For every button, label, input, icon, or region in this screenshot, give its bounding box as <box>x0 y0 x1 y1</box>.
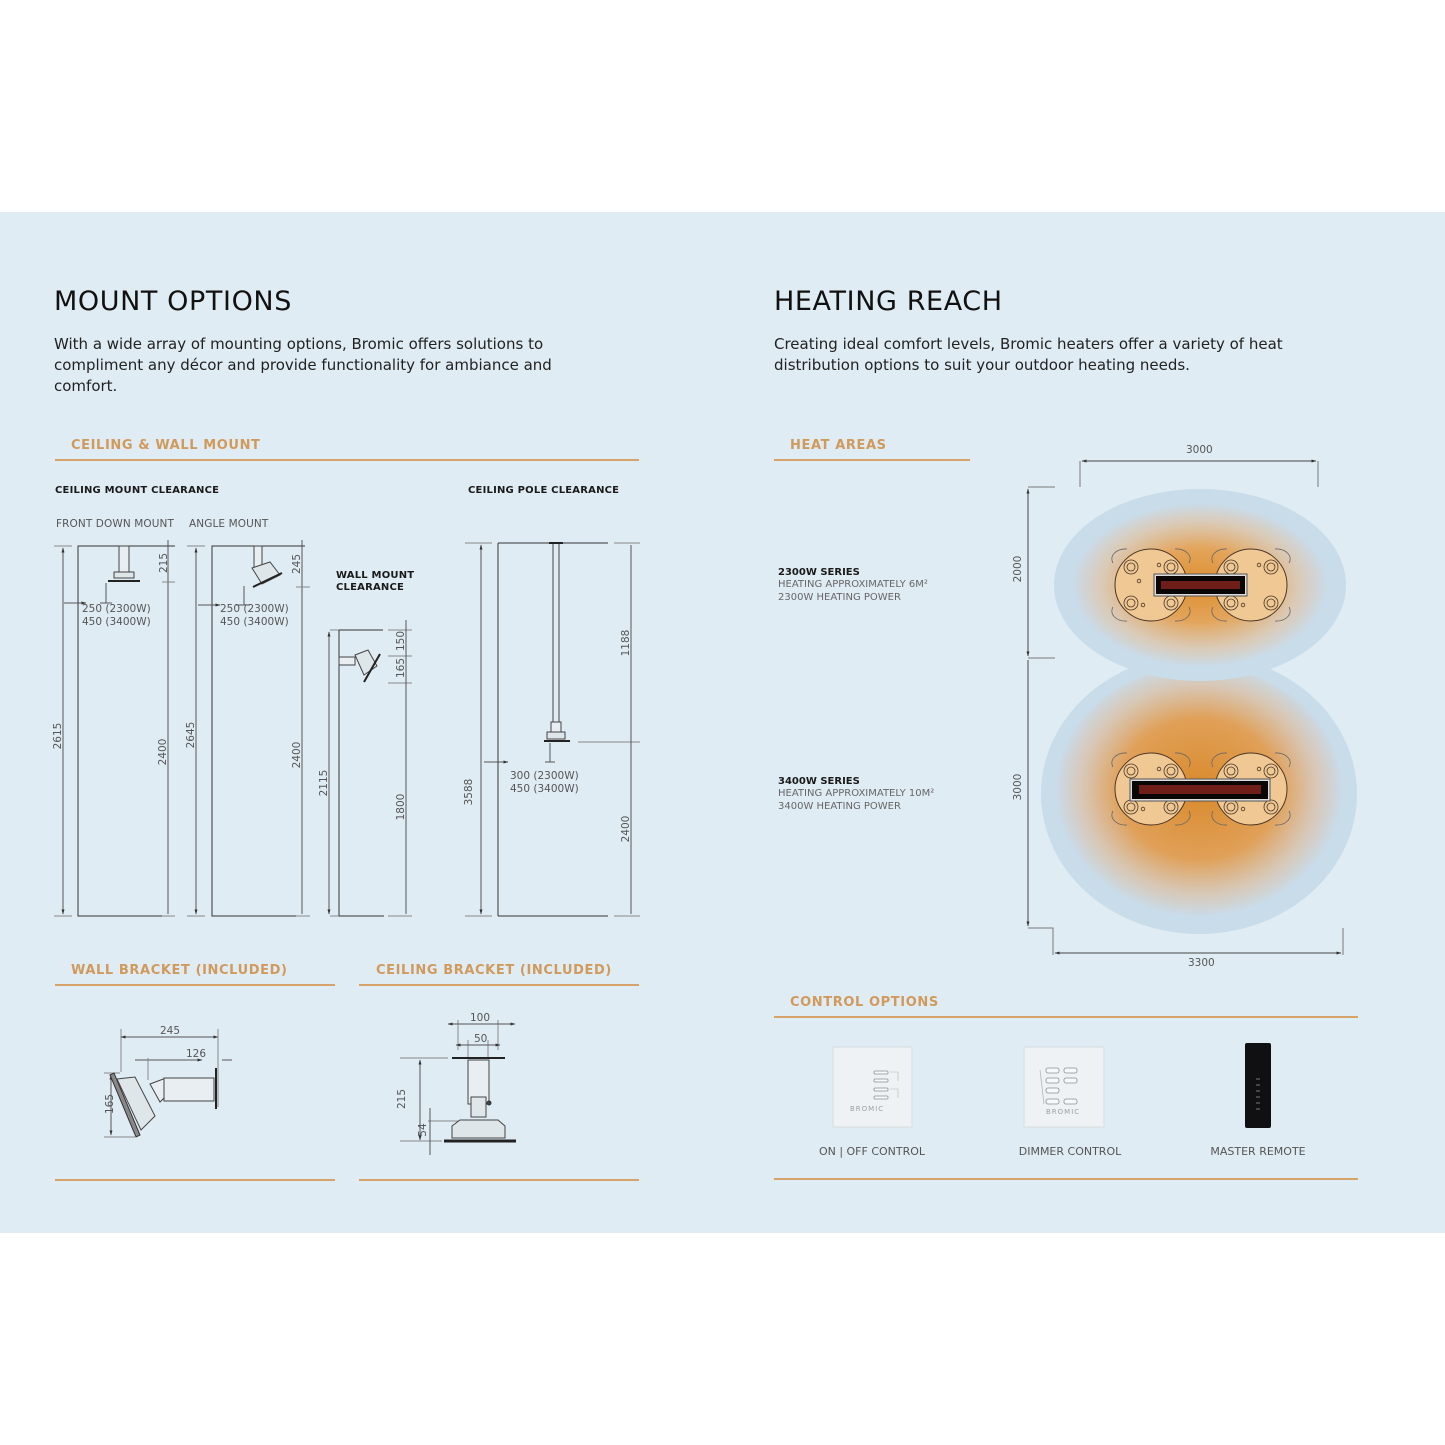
section-divider <box>774 1016 1358 1018</box>
on-off-switch-panel-icon <box>832 1046 913 1128</box>
series-3400w-info: 3400W SERIES HEATING APPROXIMATELY 10M² … <box>778 776 934 813</box>
dimmer-switch-panel-icon <box>1023 1046 1105 1128</box>
angle-mount-offset: 250 (2300W) 450 (3400W) <box>220 603 289 629</box>
wall-bracket-heading: WALL BRACKET (INCLUDED) <box>71 963 288 978</box>
series-power: 3400W HEATING POWER <box>778 801 901 812</box>
wall-mount-clearance-title: WALL MOUNT CLEARANCE <box>336 570 414 594</box>
mount-options-intro: With a wide array of mounting options, B… <box>54 334 614 397</box>
offset-line: 250 (2300W) <box>82 603 151 615</box>
series-power: 2300W HEATING POWER <box>778 592 901 603</box>
dimmer-brand: BROMIC <box>1046 1108 1081 1116</box>
front-down-offset: 250 (2300W) 450 (3400W) <box>82 603 151 629</box>
3400w-width-dim: 3300 <box>1188 957 1215 969</box>
heating-reach-intro: Creating ideal comfort levels, Bromic he… <box>774 334 1334 376</box>
offset-line: 450 (3400W) <box>82 616 151 628</box>
section-divider <box>774 459 970 461</box>
offset-line: 450 (3400W) <box>220 616 289 628</box>
ceiling-wall-mount-heading: CEILING & WALL MOUNT <box>71 438 261 453</box>
intro-line: Creating ideal comfort levels, Bromic he… <box>774 335 1283 353</box>
master-remote-label: MASTER REMOTE <box>1210 1145 1306 1158</box>
control-options-heading: CONTROL OPTIONS <box>790 995 939 1010</box>
offset-line: 300 (2300W) <box>510 770 579 782</box>
ceiling-mount-clearance-title: CEILING MOUNT CLEARANCE <box>55 485 220 496</box>
intro-line: distribution options to suit your outdoo… <box>774 356 1190 374</box>
title-line: WALL MOUNT <box>336 570 415 581</box>
section-divider <box>55 1179 335 1181</box>
ceiling-pole-clearance-title: CEILING POLE CLEARANCE <box>468 485 620 496</box>
section-divider <box>55 984 335 986</box>
wall-bracket-width: 245 <box>160 1025 181 1037</box>
ceiling-bracket-pole-width: 50 <box>474 1033 488 1045</box>
section-divider <box>359 1179 639 1181</box>
offset-line: 250 (2300W) <box>220 603 289 615</box>
ceiling-bracket-heading: CEILING BRACKET (INCLUDED) <box>376 963 612 978</box>
intro-line: comfort. <box>54 377 118 395</box>
heat-areas-heading: HEAT AREAS <box>790 438 887 453</box>
section-divider <box>774 1178 1358 1180</box>
section-divider <box>55 459 639 461</box>
series-2300w-info: 2300W SERIES HEATING APPROXIMATELY 6M² 2… <box>778 567 928 604</box>
intro-line: compliment any décor and provide functio… <box>54 356 552 374</box>
on-off-control-label: ON | OFF CONTROL <box>818 1145 926 1158</box>
series-title: 2300W SERIES <box>778 567 860 578</box>
remote-control-icon <box>1245 1043 1271 1128</box>
series-title: 3400W SERIES <box>778 776 860 787</box>
wall-bracket-arm: 126 <box>186 1048 207 1060</box>
on-off-brand: BROMIC <box>850 1105 885 1113</box>
mount-options-title: MOUNT OPTIONS <box>54 286 292 317</box>
offset-line: 450 (3400W) <box>510 783 579 795</box>
title-line: CLEARANCE <box>336 582 405 593</box>
pole-offset: 300 (2300W) 450 (3400W) <box>510 770 579 796</box>
section-divider <box>359 984 639 986</box>
series-coverage: HEATING APPROXIMATELY 6M² <box>778 579 928 590</box>
heating-reach-title: HEATING REACH <box>774 286 1003 317</box>
series-coverage: HEATING APPROXIMATELY 10M² <box>778 788 935 799</box>
dimmer-control-label: DIMMER CONTROL <box>1018 1145 1122 1158</box>
angle-mount-label: ANGLE MOUNT <box>189 518 269 530</box>
intro-line: With a wide array of mounting options, B… <box>54 335 544 353</box>
ceiling-bracket-plate-width: 100 <box>470 1012 491 1024</box>
front-down-mount-label: FRONT DOWN MOUNT <box>56 518 175 530</box>
2300w-width-dim: 3000 <box>1186 444 1213 456</box>
